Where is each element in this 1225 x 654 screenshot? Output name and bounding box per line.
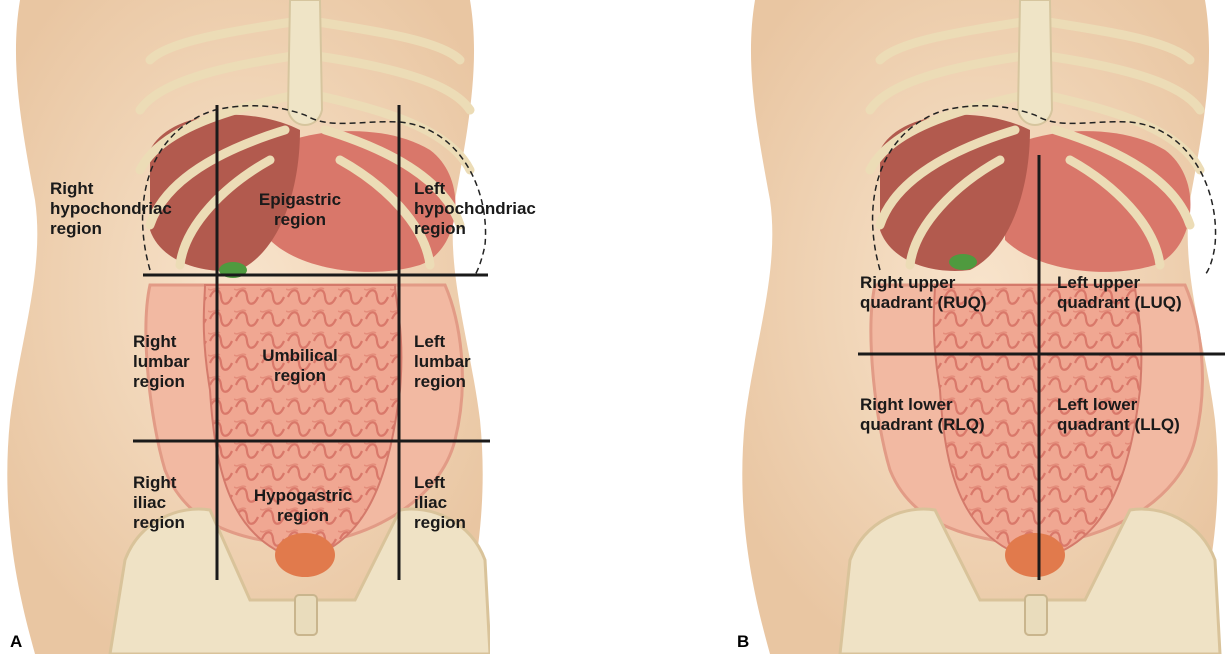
sternum [1018, 0, 1052, 125]
bladder [1005, 533, 1065, 577]
gallbladder [949, 254, 977, 270]
label-ruq: Right upper quadrant (RUQ) [860, 273, 987, 313]
bladder [275, 533, 335, 577]
torso-illustration-a [0, 0, 490, 654]
label-epigastric: Epigastric region [250, 190, 350, 230]
pubic-symphysis [1025, 595, 1047, 635]
label-left-iliac: Left iliac region [414, 473, 466, 533]
label-hypogastric: Hypogastric region [238, 486, 368, 526]
stomach [1005, 131, 1190, 272]
panel-b-four-quadrants: Right upper quadrant (RUQ) Left upper qu… [735, 0, 1225, 654]
sternum [288, 0, 322, 125]
label-left-hypochondriac: Left hypochondriac region [414, 179, 536, 239]
torso-illustration-b [735, 0, 1225, 654]
panel-letter-b: B [737, 632, 749, 652]
panel-a-nine-regions: Right hypochondriac region Epigastric re… [0, 0, 490, 654]
pubic-symphysis [295, 595, 317, 635]
label-luq: Left upper quadrant (LUQ) [1057, 273, 1182, 313]
label-right-lumbar: Right lumbar region [133, 332, 190, 392]
panel-letter-a: A [10, 632, 22, 652]
label-umbilical: Umbilical region [255, 346, 345, 386]
label-right-hypochondriac: Right hypochondriac region [50, 179, 172, 239]
label-rlq: Right lower quadrant (RLQ) [860, 395, 985, 435]
label-right-iliac: Right iliac region [133, 473, 185, 533]
label-left-lumbar: Left lumbar region [414, 332, 471, 392]
label-llq: Left lower quadrant (LLQ) [1057, 395, 1180, 435]
